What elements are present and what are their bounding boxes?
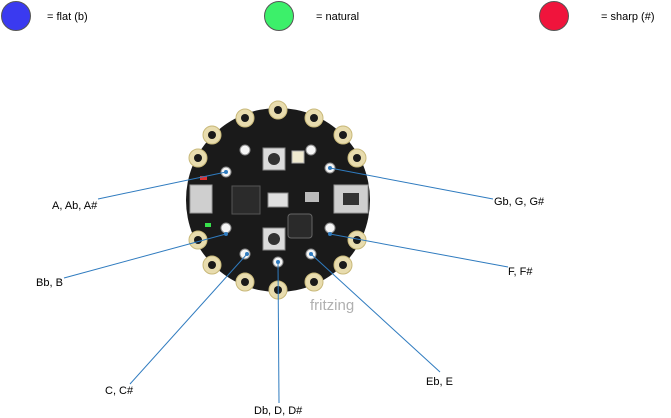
fritzing-watermark: fritzing	[310, 297, 354, 314]
sharp-legend-swatch	[539, 1, 569, 31]
note-label-f: F, F#	[508, 266, 533, 278]
light-sensor	[291, 150, 305, 164]
note-label-eb: Eb, E	[426, 376, 453, 388]
sharp-legend-label: = sharp (#)	[601, 11, 655, 23]
natural-legend-swatch	[264, 1, 294, 31]
main-chip	[231, 185, 261, 215]
note-label-bb: Bb, B	[36, 277, 63, 289]
slide-switch	[267, 192, 289, 208]
natural-legend-label: = natural	[316, 11, 360, 23]
leader-lines	[63, 167, 509, 404]
note-label-c: C, C#	[105, 385, 134, 397]
flat-legend-swatch	[1, 1, 31, 31]
note-label-gb: Gb, G, G#	[494, 196, 545, 208]
note-label-db: Db, D, D#	[254, 405, 303, 417]
speaker	[287, 213, 313, 239]
flat-legend-label: = flat (b)	[47, 11, 88, 23]
edge-pads	[188, 100, 367, 300]
usb-connector	[189, 184, 213, 214]
note-label-a: A, Ab, A#	[52, 200, 98, 212]
